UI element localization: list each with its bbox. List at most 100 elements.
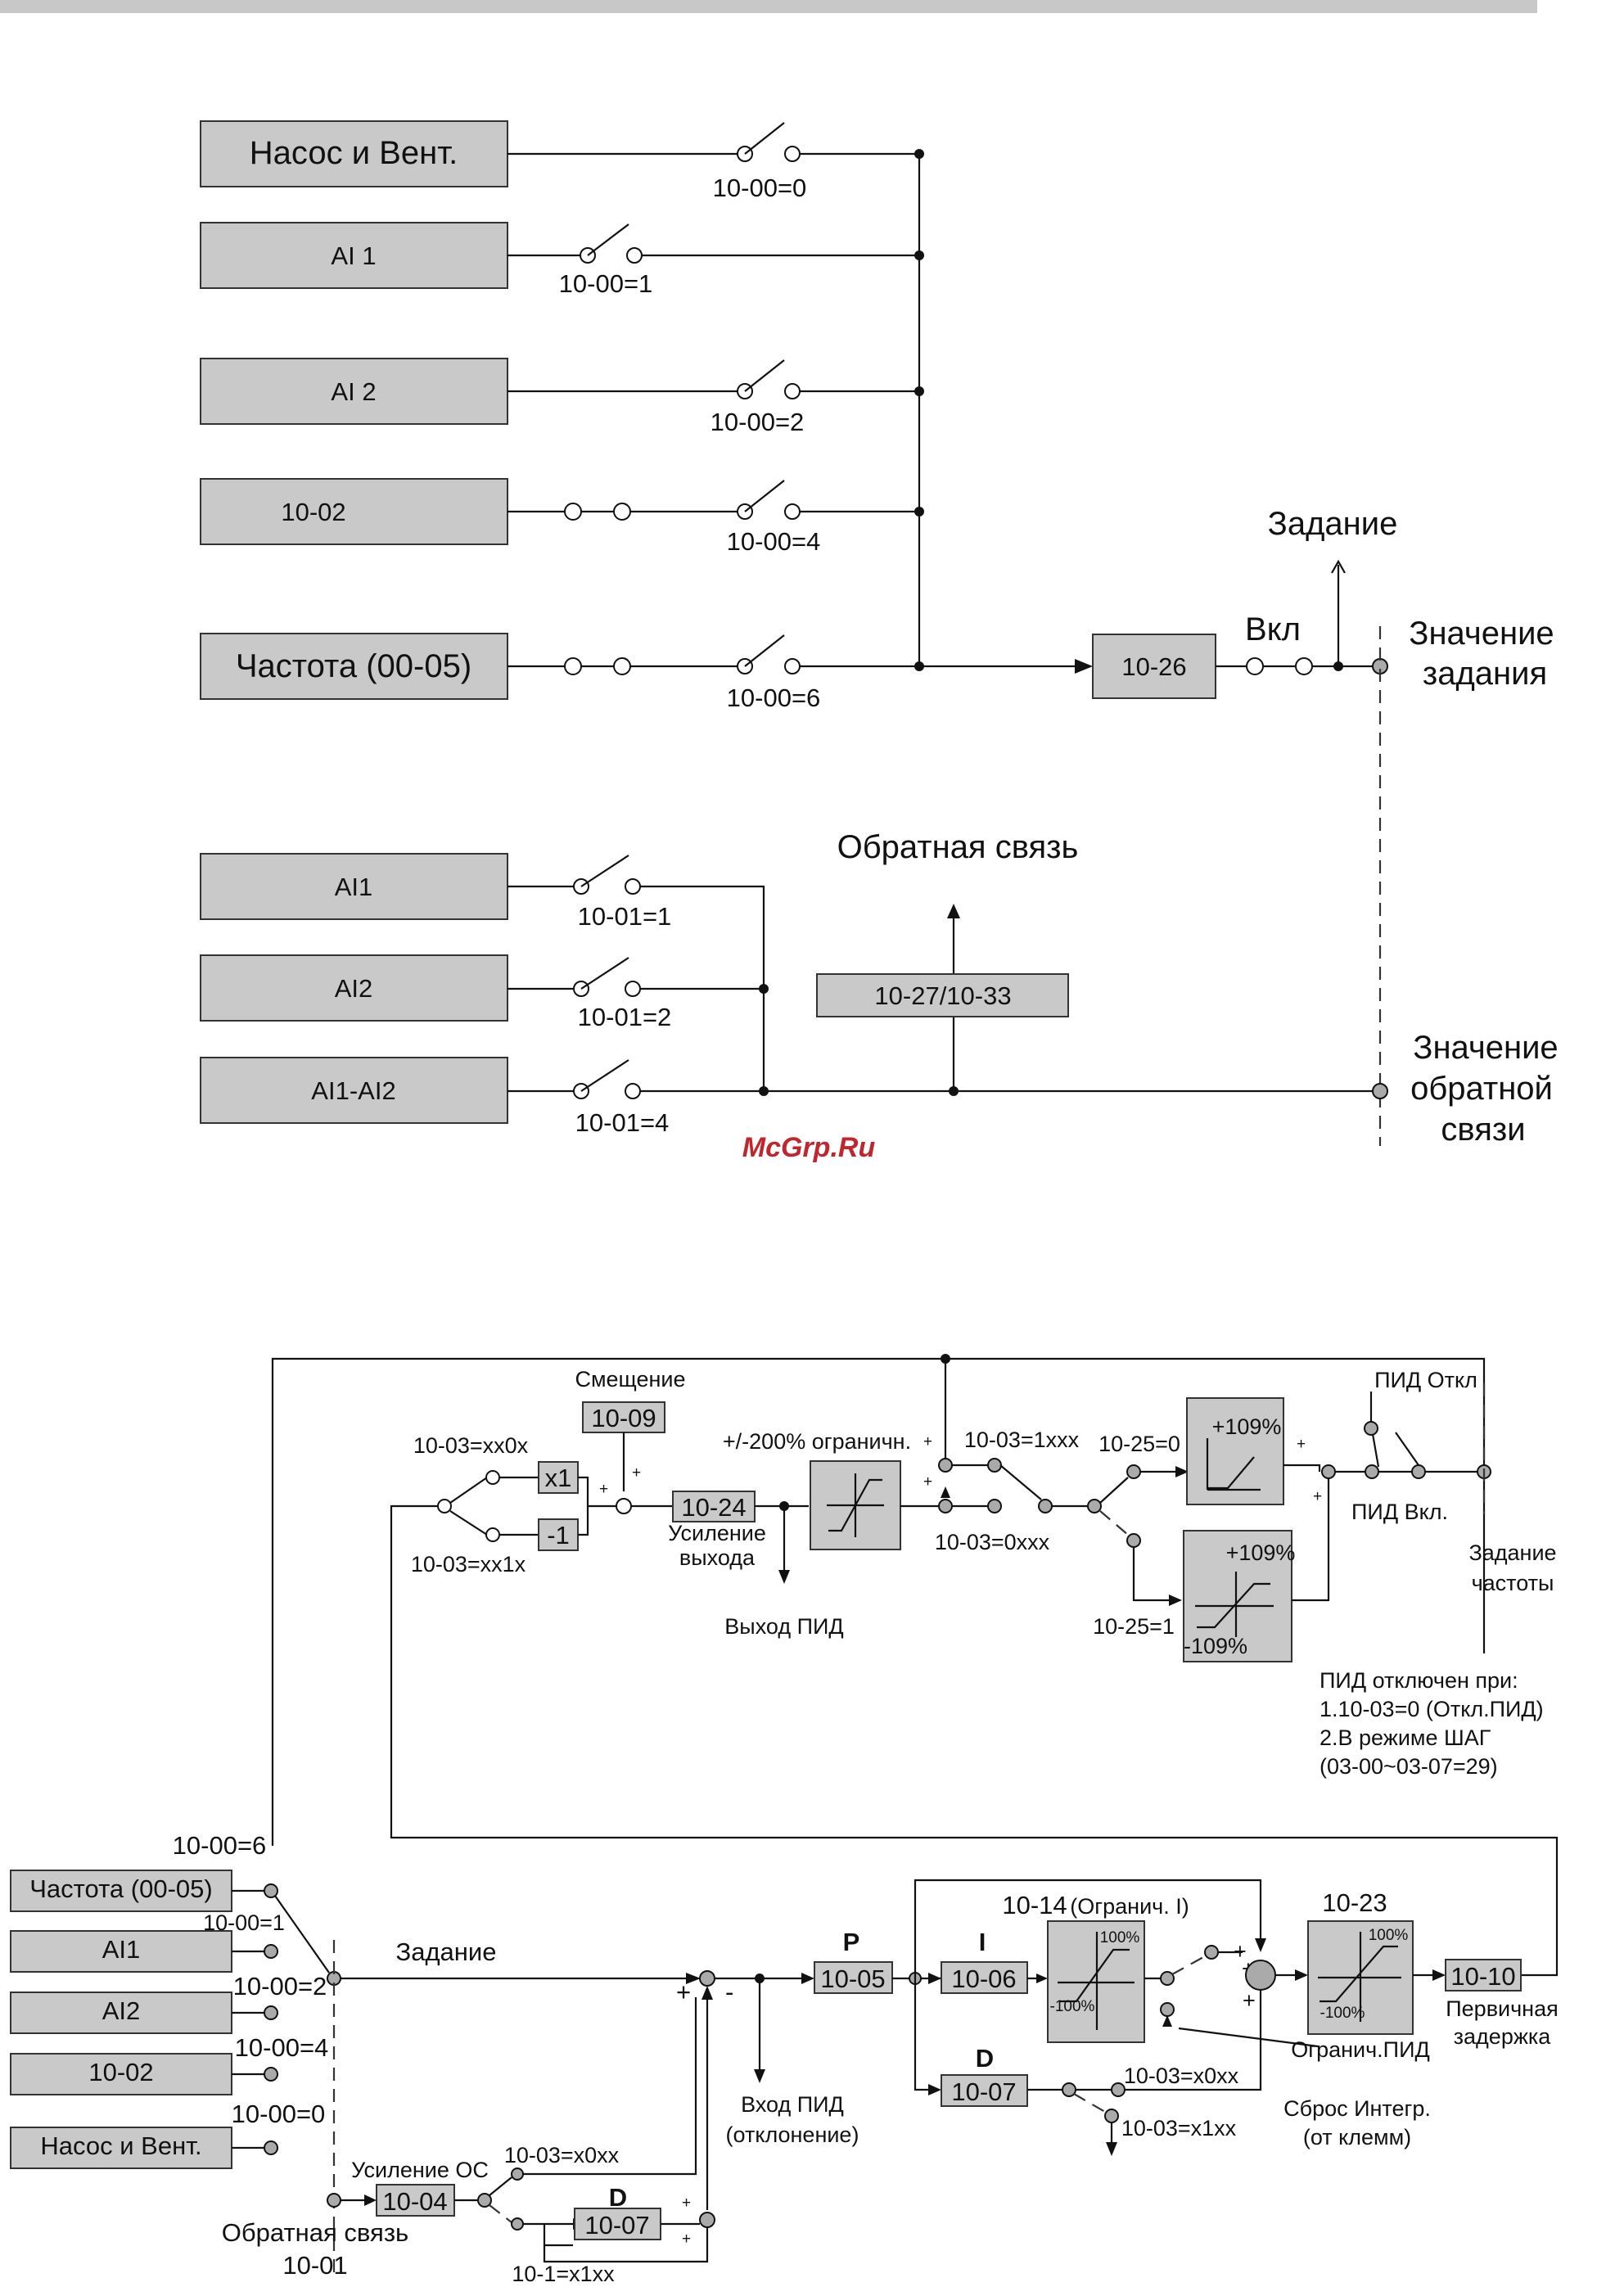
fb-label-ai2: AI2 (335, 974, 373, 1003)
pid-off-label: ПИД Откл (1374, 1368, 1477, 1392)
switch-label-1001-2: 10-01=2 (578, 1003, 672, 1031)
top-setpoint-diagram: Насос и Вент. AI 1 AI 2 10-02 Частота (0… (200, 120, 1559, 1148)
fb-box-ai1 (200, 853, 508, 920)
gain-out-line2: выхода (679, 1545, 756, 1570)
bottom-src-frequency (10, 1870, 232, 1912)
bottom-src-1002-label: 10-02 (88, 2058, 153, 2086)
source-label-1002: 10-02 (281, 498, 345, 526)
m100b-label: -100% (1320, 2005, 1365, 2022)
sum1-plus-a: + (599, 1481, 608, 1498)
block-x1 (538, 1461, 579, 1494)
pid-in-line1: Вход ПИД (741, 2092, 844, 2117)
watermark: McGrp.Ru (742, 1132, 876, 1163)
switch-label-1000-1: 10-00=1 (559, 269, 653, 298)
fb-plus-a: + (682, 2195, 691, 2212)
bottom-src-1002 (10, 2053, 232, 2095)
block-limiter-109-pos (1186, 1397, 1284, 1505)
m109-label: -109% (1184, 1634, 1247, 1658)
feedback-line2: 10-01 (282, 2251, 347, 2280)
block-x1-label: x1 (545, 1464, 572, 1492)
block-1024 (672, 1491, 756, 1522)
sel-1xxx: 10-03=1xxx (964, 1428, 1080, 1452)
int-reset-line1: Сброс Интегр. (1283, 2096, 1431, 2121)
sel-0xxx: 10-03=0xxx (935, 1530, 1050, 1554)
source-label-pump-fan: Насос и Вент. (250, 135, 458, 171)
switch-label-1000-6: 10-00=6 (727, 683, 821, 712)
freq-setpoint-line2: частоты (1472, 1571, 1554, 1595)
block-1004-label: 10-04 (382, 2187, 447, 2216)
int-reset-line2: (от клемм) (1303, 2125, 1411, 2149)
block-1027-1033 (816, 973, 1069, 1017)
switch-1001-1 (573, 855, 641, 895)
pid-note-line1: ПИД отключен при: (1320, 1668, 1518, 1693)
pid-on-label: ПИД Вкл. (1351, 1500, 1448, 1524)
err-plus: + (676, 1978, 691, 2006)
sel-fb-x1xx: 10-1=x1xx (512, 2262, 615, 2286)
bottom-src-pump-fan-label: Насос и Вент. (40, 2131, 201, 2160)
switch-label-1000-4: 10-00=4 (727, 527, 821, 556)
switch-label-1000-2: 10-00=2 (711, 408, 805, 436)
source-box-1002 (200, 478, 508, 545)
bottom-zadanie-label: Задание (396, 1937, 497, 1966)
sel-1000-1: 10-00=1 (203, 1910, 285, 1935)
pid-note-line4: (03-00~03-07=29) (1320, 1754, 1498, 1779)
sel-x1xx: 10-03=x1xx (1121, 2116, 1237, 2140)
bottom-src-ai1 (10, 1930, 232, 1973)
p109b-label: +109% (1226, 1540, 1296, 1565)
out-sum-plus-a: + (1297, 1436, 1306, 1453)
block-1009 (582, 1401, 665, 1433)
source-box-ai1 (200, 222, 508, 289)
block-1007-fb-label: 10-07 (584, 2211, 649, 2240)
pid-out-label: Выход ПИД (724, 1614, 843, 1639)
sel-1000-0: 10-00=0 (232, 2100, 326, 2128)
block-1024-label: 10-24 (681, 1493, 746, 1522)
sel-xx1x: 10-03=xx1x (411, 1552, 526, 1577)
sum-plus-c: + (1243, 1988, 1256, 2013)
bottom-src-ai2 (10, 1992, 232, 2034)
block-1009-label: 10-09 (591, 1404, 656, 1432)
limit200-label: +/-200% ограничн. (723, 1429, 911, 1454)
block-1007-fb (574, 2208, 661, 2240)
switch-1001-2 (573, 957, 641, 997)
sel-1000-2: 10-00=2 (233, 1972, 327, 2001)
bottom-src-ai1-label: AI1 (102, 1935, 141, 1964)
block-1010-label: 10-10 (1450, 1962, 1515, 1991)
p100b-label: 100% (1369, 1927, 1409, 1944)
fb-plus-b: + (682, 2231, 691, 2248)
feedback-line1: Обратная связь (222, 2218, 408, 2247)
switch-1000-6 (737, 634, 801, 674)
sel-fb-x0xx: 10-03=x0xx (504, 2143, 620, 2167)
vkl-label: Вкл (1245, 611, 1301, 647)
feedback-value-line3: связи (1441, 1112, 1525, 1148)
sel-1000-6: 10-00=6 (173, 1831, 267, 1860)
d-label: D (976, 2044, 994, 2073)
i-label: I (979, 1928, 986, 1956)
block-1005-label: 10-05 (820, 1964, 885, 1993)
sum-plus-b: + (1234, 1939, 1247, 1964)
err-minus: - (725, 1978, 733, 2006)
block-1006-label: 10-06 (951, 1964, 1016, 1993)
sel-1000-4: 10-00=4 (235, 2033, 329, 2062)
m100-label: -100% (1050, 1998, 1095, 2015)
block-neg1-label: -1 (547, 1521, 570, 1549)
sel-1025-1: 10-25=1 (1093, 1614, 1175, 1639)
switch-label-1001-4: 10-01=4 (575, 1108, 670, 1137)
d-label-fb: D (609, 2183, 627, 2212)
block-1005 (814, 1961, 893, 1994)
page-top-bar (0, 0, 1537, 13)
primary-delay-line1: Первичная (1446, 1996, 1558, 2021)
block-1026-label: 10-26 (1121, 652, 1186, 681)
setpoint-value-line1: Значение (1409, 616, 1554, 652)
zadanie-label: Задание (1268, 506, 1398, 542)
bottom-src-frequency-label: Частота (00-05) (29, 1874, 212, 1903)
source-label-ai1: AI 1 (331, 241, 376, 270)
p109-label: +109% (1212, 1414, 1282, 1439)
pid-note-line3: 2.В режиме ШАГ (1320, 1725, 1491, 1750)
fb-label-ai1: AI1 (335, 873, 373, 901)
source-label-frequency: Частота (00-05) (236, 648, 471, 684)
sel-xx0x: 10-03=xx0x (413, 1433, 529, 1458)
freq-setpoint-line1: Задание (1468, 1540, 1556, 1565)
switch-1001-4 (573, 1059, 641, 1099)
setpoint-value-line2: задания (1423, 656, 1547, 692)
